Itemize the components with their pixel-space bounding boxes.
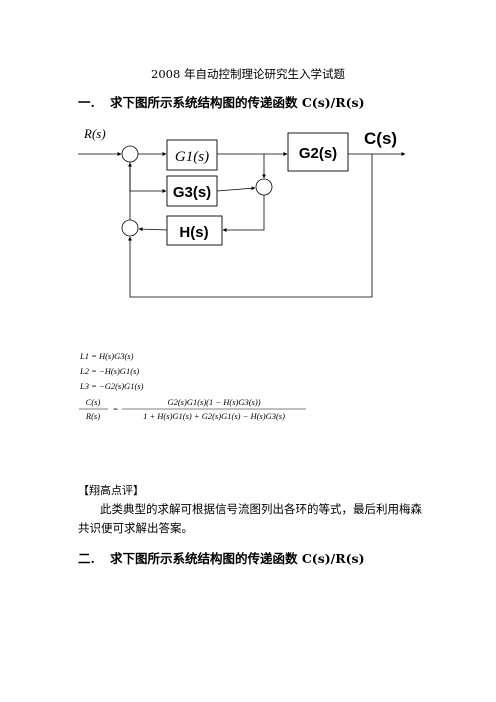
signal-line-sum2-h — [222, 195, 265, 232]
comment-text: 此类典型的求解可根据信号流图列出各环的等式，最后利用梅森共识便可求解出答案。 — [78, 502, 422, 535]
tf-numerator: G2(s)G1(s)(1 − H(s)G3(s)) — [167, 397, 260, 407]
block-h-label: H(s) — [179, 224, 208, 241]
block-g1 — [166, 139, 218, 171]
equation-l2: L2 = −H(s)G1(s) — [79, 366, 139, 376]
tf-lhs-numerator: C(s) — [86, 397, 101, 407]
sum-junction-2 — [255, 178, 273, 196]
sum-junction-1 — [121, 145, 139, 163]
signal-line-outer-feedback — [128, 154, 373, 298]
signal-line-g3-sum2 — [216, 186, 256, 192]
sum-junction-3 — [121, 219, 139, 237]
question-2-number: 二. — [78, 551, 95, 566]
equation-l1: L1 = H(s)G3(s) — [79, 351, 134, 361]
equation-block: L1 = H(s)G3(s) L2 = −H(s)G1(s) L3 = −G2(… — [79, 351, 306, 421]
block-g1-label: G1(s) — [175, 149, 209, 165]
question-1-text: 求下图所示系统结构图的传递函数 C(s)/R(s) — [110, 95, 365, 110]
signal-line-h-sum3 — [138, 227, 168, 232]
equation-l3: L3 = −G2(s)G1(s) — [79, 381, 144, 391]
block-g2 — [287, 132, 349, 172]
block-g3-label: G3(s) — [173, 184, 211, 201]
question-2: 二. 求下图所示系统结构图的传递函数 C(s)/R(s) — [78, 548, 365, 567]
block-g3 — [166, 175, 218, 207]
question-1: 一. 求下图所示系统结构图的传递函数 C(s)/R(s) — [78, 92, 365, 111]
tf-lhs-denominator: R(s) — [85, 411, 100, 421]
signal-line-sum1-g3 — [129, 162, 167, 193]
question-2-text: 求下图所示系统结构图的传递函数 C(s)/R(s) — [110, 551, 365, 566]
tf-denominator: 1 + H(s)G1(s) + G2(s)G1(s) − H(s)G3(s) — [143, 411, 285, 421]
tf-equals-sign: = — [113, 404, 118, 414]
block-g2-label: G2(s) — [299, 145, 337, 162]
input-label: R(s) — [83, 126, 106, 141]
question-1-number: 一. — [78, 95, 95, 110]
output-label: C(s) — [364, 129, 397, 148]
block-h — [166, 215, 223, 246]
comment-heading: 【翔高点评】 — [78, 484, 144, 497]
page-title: 2008 年自动控制理论研究生入学试题 — [151, 67, 345, 81]
